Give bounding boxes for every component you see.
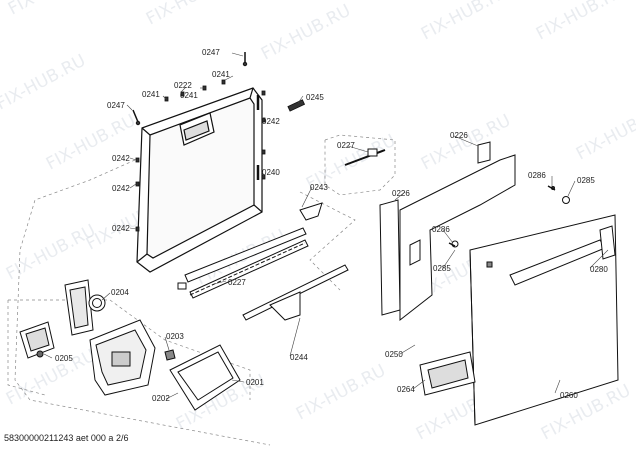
watermark: FIX-HUB.RU (43, 111, 139, 175)
watermark: FIX-HUB.RU (258, 1, 354, 65)
callout-0204: 0204 (111, 288, 129, 297)
leader-lines (43, 52, 609, 400)
callout-0247: 0247 (107, 101, 125, 110)
callout-0245: 0245 (306, 93, 324, 102)
callout-0241: 0241 (180, 91, 198, 100)
callout-0241: 0241 (212, 70, 230, 79)
watermark: FIX-HUB.RU (293, 361, 389, 425)
seal-strip-detail (344, 148, 386, 166)
panel-fasteners (132, 52, 306, 232)
watermark: FIX-HUB.RU (573, 101, 636, 165)
outer-door-assembly (379, 141, 619, 426)
callout-0205: 0205 (55, 354, 73, 363)
callout-0227: 0227 (228, 278, 246, 287)
watermark: FIX-HUB.RU (3, 221, 99, 285)
callout-0247: 0247 (202, 48, 220, 57)
callout-0242: 0242 (112, 224, 130, 233)
control-module-parts (19, 279, 241, 411)
callout-0226: 0226 (450, 131, 468, 140)
callout-0243: 0243 (310, 183, 328, 192)
watermark: FIX-HUB.RU (418, 0, 514, 44)
callout-0227: 0227 (337, 141, 355, 150)
callout-0226: 0226 (392, 189, 410, 198)
callout-0264: 0264 (397, 385, 415, 394)
callout-0222: 0222 (174, 81, 192, 90)
callout-labels: 0247 0241 0222 0241 0241 0245 0247 0242 … (55, 48, 608, 403)
callout-0285: 0285 (577, 176, 595, 185)
callout-0260: 0260 (560, 391, 578, 400)
watermark: FIX-HUB.RU (3, 346, 99, 410)
callout-0286: 0286 (528, 171, 546, 180)
callout-0242: 0242 (112, 184, 130, 193)
callout-0280: 0280 (590, 265, 608, 274)
callout-0242: 0242 (262, 117, 280, 126)
callout-0250: 0250 (385, 350, 403, 359)
watermark: FIX-HUB.RU (5, 0, 101, 19)
watermark: FIX-HUB.RU (533, 0, 629, 44)
callout-0203: 0203 (166, 332, 184, 341)
callout-0240: 0240 (262, 168, 280, 177)
callout-0201: 0201 (246, 378, 264, 387)
inner-door-panel (136, 87, 263, 273)
diagram-reference-code: 58300000211243 aet 000 a 2/6 (4, 433, 129, 443)
callout-0241: 0241 (142, 90, 160, 99)
callout-0242: 0242 (112, 154, 130, 163)
callout-0202: 0202 (152, 394, 170, 403)
callout-0285: 0285 (433, 264, 451, 273)
watermark: FIX-HUB.RU (0, 51, 89, 115)
callout-0286: 0286 (432, 225, 450, 234)
callout-0244: 0244 (290, 353, 308, 362)
hinge-rails (177, 202, 349, 321)
watermark: FIX-HUB.RU (143, 0, 239, 29)
